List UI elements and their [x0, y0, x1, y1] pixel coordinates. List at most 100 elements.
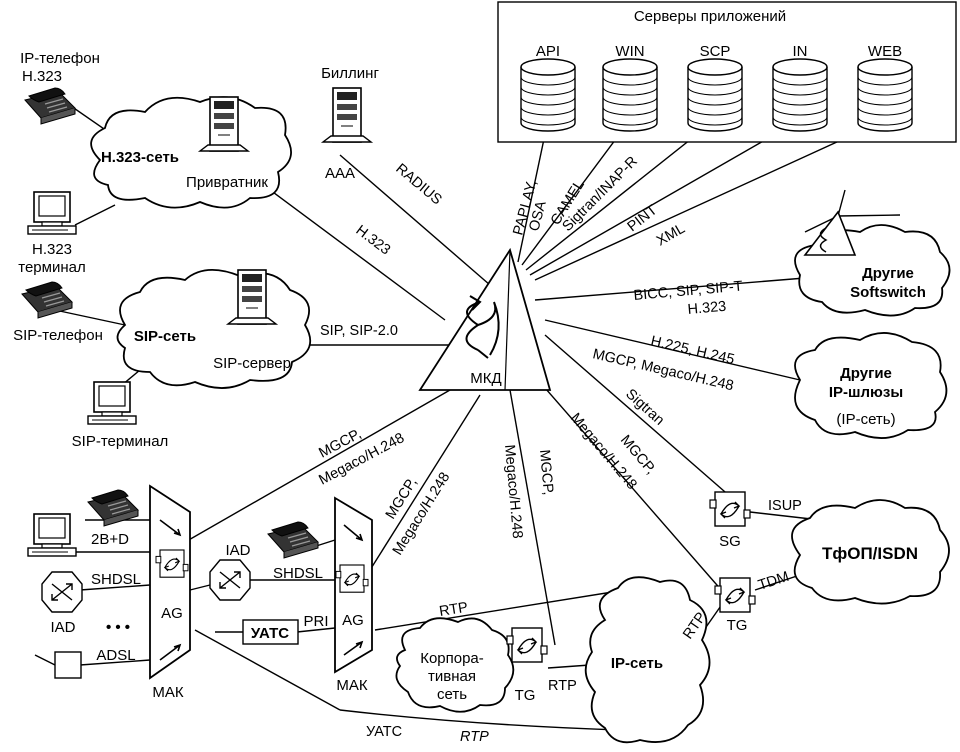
sip-phone-label: SIP-телефон: [13, 327, 103, 344]
left-access-devices: 2B+D SHDSL IAD • • • ADSL: [27, 489, 141, 679]
server-in: IN: [772, 43, 828, 132]
server-tower-icon: [322, 87, 372, 143]
sip-area: SIP-телефон SIP-сеть SIP-сервер SIP-терм…: [13, 269, 312, 450]
h323-cloud-icon: [90, 96, 292, 209]
mak-left-label: МАК: [152, 684, 184, 701]
pyramid-icon: [418, 247, 552, 391]
pri-label: PRI: [303, 613, 328, 630]
servers-title: Серверы приложений: [634, 8, 786, 25]
tdm-label: TDM: [756, 569, 791, 594]
ip-gateways-label-1: Другие: [840, 365, 892, 382]
gatekeeper-label: Привратник: [186, 174, 268, 191]
softswitch-label-2: Softswitch: [850, 284, 926, 301]
access-gateway-left: AG МАК: [149, 484, 191, 701]
corporate-label-1: Корпора-: [420, 650, 484, 667]
h323-cloud-label: H.323-сеть: [101, 149, 179, 166]
corporate-label-3: сеть: [437, 686, 467, 703]
h323-area: IP-телефон H.323 H.323-сеть Привратник H…: [18, 50, 292, 276]
softswitch-label-1: Другие: [862, 265, 914, 282]
trunk-gateway-bottom: TG: [506, 627, 548, 704]
database-icon: [687, 58, 743, 132]
server-api: API: [520, 43, 576, 132]
core-softswitch: МКД: [418, 247, 552, 391]
corporate-cloud-icon: [395, 617, 515, 713]
uatc-bottom-label: УАТС: [366, 724, 402, 740]
h323-terminal-icon: [27, 191, 77, 235]
sip-terminal-label: SIP-терминал: [72, 433, 169, 450]
modem-icon: [54, 651, 82, 679]
h323-terminal-label-2: терминал: [18, 259, 85, 276]
other-softswitch: Другие Softswitch: [794, 210, 951, 317]
gateway-icon: [709, 491, 751, 527]
iad-mid-icon: [209, 559, 251, 601]
uatc-box: [242, 619, 299, 645]
tg-bottom-label: TG: [515, 687, 536, 704]
ag-left-label: AG: [161, 605, 183, 622]
dots-label: • • •: [106, 619, 130, 636]
rtp-tg-label: RTP: [548, 678, 577, 694]
ip-network-label: IP-сеть: [611, 655, 663, 672]
corporate-network: Корпора- тивная сеть: [395, 617, 515, 713]
trunk-gateway-right: TG: [714, 577, 756, 634]
other-ip-gateways: Другие IP-шлюзы (IP-сеть): [794, 332, 948, 439]
billing-node: Биллинг AAA: [321, 65, 379, 182]
h323-phone-label-1: IP-телефон: [20, 50, 100, 67]
gateway-icon: [714, 577, 756, 613]
sip-server-label: SIP-сервер: [213, 355, 291, 372]
switch-arrows-icon: [465, 295, 500, 359]
database-icon: [602, 58, 658, 132]
xml-label: XML: [654, 221, 688, 250]
pstn-label: ТфОП/ISDN: [822, 544, 918, 563]
bicc-label-1: BICC, SIP, SIP-T: [633, 279, 743, 304]
billing-aaa-label: AAA: [325, 165, 355, 182]
rtp-top-label: RTP: [438, 600, 469, 620]
ip-gateways-label-3: (IP-сеть): [836, 411, 895, 428]
database-icon: [772, 58, 828, 132]
pstn-node: ТфОП/ISDN: [791, 499, 950, 605]
mgcp-bottom-label-1: MGCP,: [536, 449, 556, 496]
server-web-label: WEB: [868, 43, 902, 60]
access-gateway-mid: AG МАК: [334, 496, 373, 694]
sg-label: SG: [719, 533, 741, 550]
server-win: WIN: [602, 43, 658, 132]
ip-gateways-cloud-icon: [794, 332, 948, 439]
sip-cloud-label: SIP-сеть: [134, 328, 196, 345]
ip-phone-icon: [24, 87, 76, 125]
gateway-icon: [335, 564, 369, 593]
access-pc-icon: [27, 513, 77, 557]
shdsl-left-label: SHDSL: [91, 571, 141, 588]
database-icon: [520, 58, 576, 132]
sip-terminal-icon: [87, 381, 137, 425]
sip-link-label: SIP, SIP-2.0: [320, 323, 398, 339]
tg-right-label: TG: [727, 617, 748, 634]
ip-gateways-label-2: IP-шлюзы: [829, 384, 903, 401]
billing-title: Биллинг: [321, 65, 379, 82]
iad-left-icon: [41, 571, 83, 613]
paplay-label-2: OSA: [526, 199, 549, 233]
h323-phone-label-2: H.323: [22, 68, 62, 85]
application-servers: Серверы приложений API WIN SCP IN WEB: [497, 1, 957, 143]
softswitch-pyramid-icon: [803, 210, 857, 256]
radius-label: RADIUS: [392, 161, 444, 208]
mid-phone-icon: [267, 521, 319, 559]
bicc-label-2: H.323: [687, 299, 727, 318]
ag-mid-label: AG: [342, 612, 364, 629]
protocol-labels: RADIUS H.323 SIP, SIP-2.0 PAPLAY, OSA CA…: [316, 153, 801, 745]
server-in-label: IN: [793, 43, 808, 60]
database-icon: [857, 58, 913, 132]
iad-mid-label: IAD: [225, 542, 250, 559]
h323-link-label: H.323: [353, 222, 394, 258]
ip-network-cloud-icon: [584, 576, 711, 744]
server-web: WEB: [857, 43, 913, 132]
mid-access-devices: IAD SHDSL УАТС PRI: [209, 521, 329, 645]
uatc-box-label: УАТС: [251, 625, 289, 642]
signaling-gateway: SG: [709, 491, 751, 550]
ip-network: IP-сеть: [584, 576, 711, 744]
b2d-label: 2B+D: [91, 531, 129, 548]
server-win-label: WIN: [615, 43, 644, 60]
isup-label: ISUP: [768, 498, 802, 514]
gateway-icon: [506, 627, 548, 663]
server-scp-label: SCP: [700, 43, 731, 60]
